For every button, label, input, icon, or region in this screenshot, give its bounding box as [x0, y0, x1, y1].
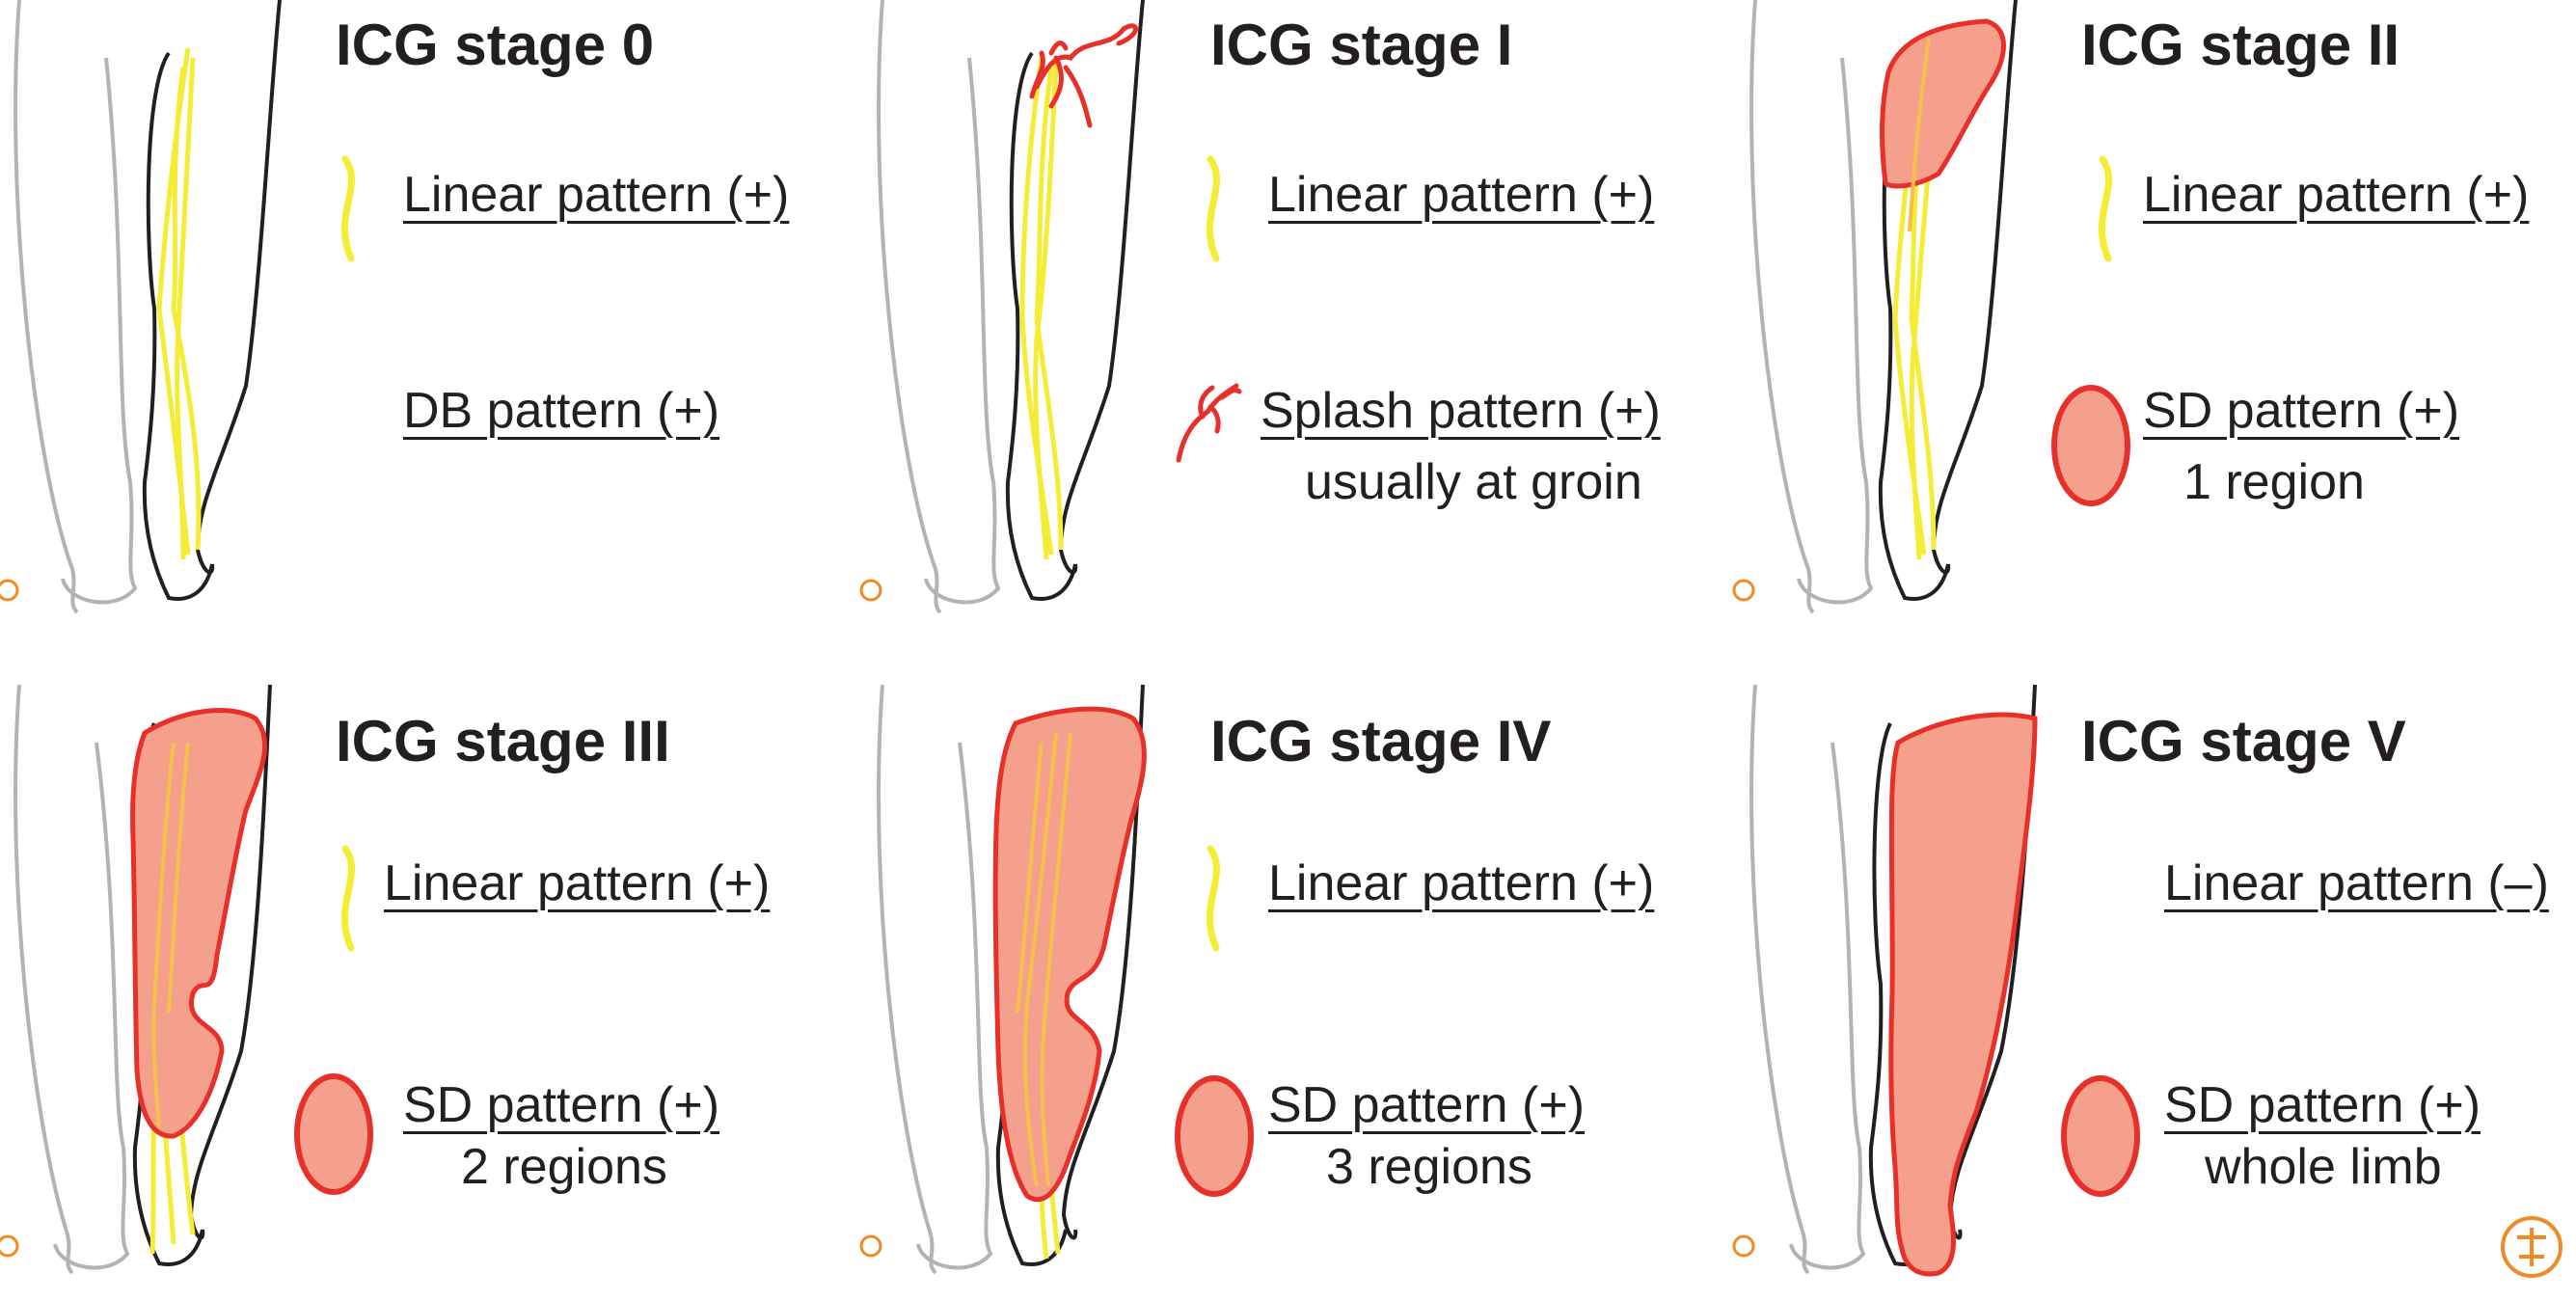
right-leg-inner-outline	[1005, 51, 1077, 601]
splash-pattern-label: Splash pattern (+)	[1261, 383, 1661, 439]
linear-pattern-label: Linear pattern (+)	[2143, 167, 2530, 223]
sd-detail: 1 region	[2183, 454, 2365, 510]
panel-stage-5: ICG stage V Linear pattern (–) SD patter…	[1732, 684, 2576, 1301]
sd-pattern-label: SD pattern (+)	[403, 1077, 720, 1133]
leg-diagram	[877, 0, 1145, 614]
panel-stage-0: ICG stage 0 Linear pattern (+) DB patter…	[0, 0, 858, 648]
db-pattern-label: DB pattern (+)	[403, 383, 720, 439]
stage-title: ICG stage III	[336, 709, 670, 773]
splash-detail: usually at groin	[1305, 454, 1642, 510]
leg-diagram	[1749, 684, 2038, 1277]
red-oval-icon	[2051, 385, 2130, 506]
left-leg-outline	[877, 0, 942, 614]
seal-icon	[859, 579, 882, 602]
left-leg-outline	[1749, 684, 1810, 1275]
left-leg-outline	[14, 0, 79, 614]
yellow-wavy-line-icon	[1206, 845, 1221, 952]
yellow-wavy-line-icon	[1206, 155, 1221, 262]
right-leg-inner-outline	[1868, 722, 1940, 1266]
red-oval-icon	[294, 1073, 373, 1195]
yellow-wavy-line-icon	[340, 155, 356, 262]
linear-lymphatics	[1019, 57, 1064, 560]
left-leg-outline	[14, 684, 74, 1275]
stage-title: ICG stage 0	[336, 13, 655, 77]
stage-title: ICG stage V	[2081, 709, 2406, 773]
linear-under-sd	[1016, 732, 1072, 1187]
inner-leg-outline	[1797, 57, 1874, 605]
leg-diagram	[14, 684, 272, 1275]
stage-title: ICG stage IV	[1210, 709, 1552, 773]
inner-leg-outline	[61, 57, 138, 605]
red-splash-icon	[1176, 383, 1242, 463]
sd-detail: 3 regions	[1326, 1139, 1532, 1195]
linear-pattern-label: Linear pattern (+)	[403, 167, 790, 223]
panel-stage-2: ICG stage II Linear pattern (+) SD patte…	[1732, 0, 2576, 648]
seal-icon	[859, 1234, 882, 1258]
red-oval-icon	[1175, 1075, 1254, 1197]
seal-icon	[1732, 1234, 1755, 1258]
stage-title: ICG stage II	[2081, 13, 2400, 77]
yellow-wavy-line-icon	[340, 845, 356, 952]
splash-pattern	[1029, 23, 1138, 128]
sd-pattern-label: SD pattern (+)	[2143, 383, 2460, 439]
seal-icon	[1732, 579, 1755, 602]
linear-pattern-label: Linear pattern (+)	[384, 855, 771, 911]
sd-region	[992, 706, 1147, 1203]
linear-pattern-label: Linear pattern (+)	[1268, 167, 1655, 223]
seal-icon	[0, 579, 19, 602]
sd-pattern-label: SD pattern (+)	[1268, 1077, 1586, 1133]
leg-diagram	[1749, 0, 2018, 614]
panel-stage-4: ICG stage IV Linear pattern (+) SD patte…	[859, 684, 1722, 1301]
right-leg-outer-outline	[1058, 0, 1145, 575]
stage-title: ICG stage I	[1210, 13, 1513, 77]
red-oval-icon	[2061, 1075, 2140, 1197]
inner-leg-outline	[53, 742, 130, 1270]
yellow-wavy-line-icon	[2098, 155, 2113, 262]
sd-detail: whole limb	[2205, 1139, 2442, 1195]
linear-under-sd	[151, 742, 190, 1129]
linear-under-sd	[1908, 38, 1931, 232]
panel-stage-1: ICG stage I Linear pattern (+) Splash pa…	[859, 0, 1722, 648]
linear-pattern-label: Linear pattern (+)	[1268, 855, 1655, 911]
inner-leg-outline	[924, 57, 1001, 605]
right-leg-outer-outline	[1931, 0, 2018, 575]
panel-stage-3: ICG stage III Linear pattern (+) SD patt…	[0, 684, 858, 1301]
inner-leg-outline	[916, 742, 993, 1270]
linear-lymphatics	[156, 47, 202, 560]
left-leg-outline	[877, 684, 937, 1275]
sd-region	[130, 708, 268, 1139]
sd-pattern-label: SD pattern (+)	[2164, 1077, 2481, 1133]
sd-detail: 2 regions	[461, 1139, 667, 1195]
right-leg-outer-outline	[195, 0, 282, 575]
leg-diagram	[877, 684, 1147, 1275]
right-leg-inner-outline	[142, 51, 214, 601]
left-leg-outline	[1749, 0, 1815, 614]
sd-region	[1880, 18, 2006, 189]
linear-pattern-label: Linear pattern (–)	[2164, 855, 2549, 911]
leg-diagram	[14, 0, 282, 614]
inner-leg-outline	[1789, 742, 1866, 1270]
seal-icon	[2501, 1216, 2562, 1278]
sd-region-whole-limb	[1888, 712, 2038, 1277]
seal-icon	[0, 1234, 19, 1258]
